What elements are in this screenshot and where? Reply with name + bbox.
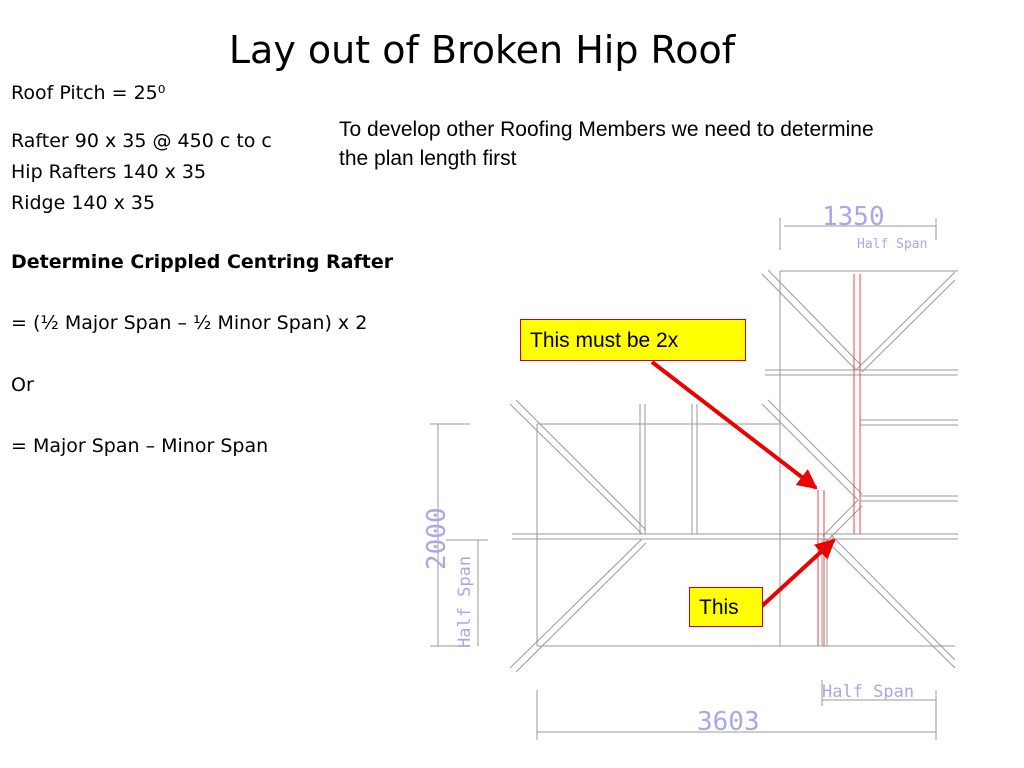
arrow-to-crippled-rafter [760, 538, 836, 608]
dimension-2000-text: 2000 [422, 507, 452, 570]
callout-this: This [689, 587, 763, 627]
callout-must-be-2x: This must be 2x [520, 319, 746, 361]
slide-title: Lay out of Broken Hip Roof [228, 28, 736, 72]
intro-note: To develop other Roofing Members we need… [339, 118, 874, 170]
centring-rafter-red-lines [817, 274, 861, 646]
or-text: Or [11, 374, 34, 396]
rafter-spec-text: Rafter 90 x 35 @ 450 c to c [11, 130, 272, 152]
arrow-to-centring-rafter [650, 360, 818, 490]
ridge-spec-text: Ridge 140 x 35 [11, 192, 156, 214]
dimension-half-span-left-label: Half Span [455, 556, 475, 648]
dimension-half-span-bottom-label: Half Span [822, 682, 914, 702]
hip-rafter-spec-text: Hip Rafters 140 x 35 [11, 161, 207, 183]
method-heading: Determine Crippled Centring Rafter [11, 251, 394, 273]
dimension-3603-text: 3603 [697, 707, 760, 737]
dimension-1350-text: 1350 [822, 202, 885, 232]
roof-frame-lines [430, 218, 958, 740]
dimension-half-span-top-label: Half Span [857, 237, 927, 252]
roof-pitch-text: Roof Pitch = 25⁰ [11, 82, 166, 104]
formula-full-spans: = Major Span – Minor Span [11, 435, 269, 457]
formula-half-spans: = (½ Major Span – ½ Minor Span) x 2 [11, 312, 368, 334]
